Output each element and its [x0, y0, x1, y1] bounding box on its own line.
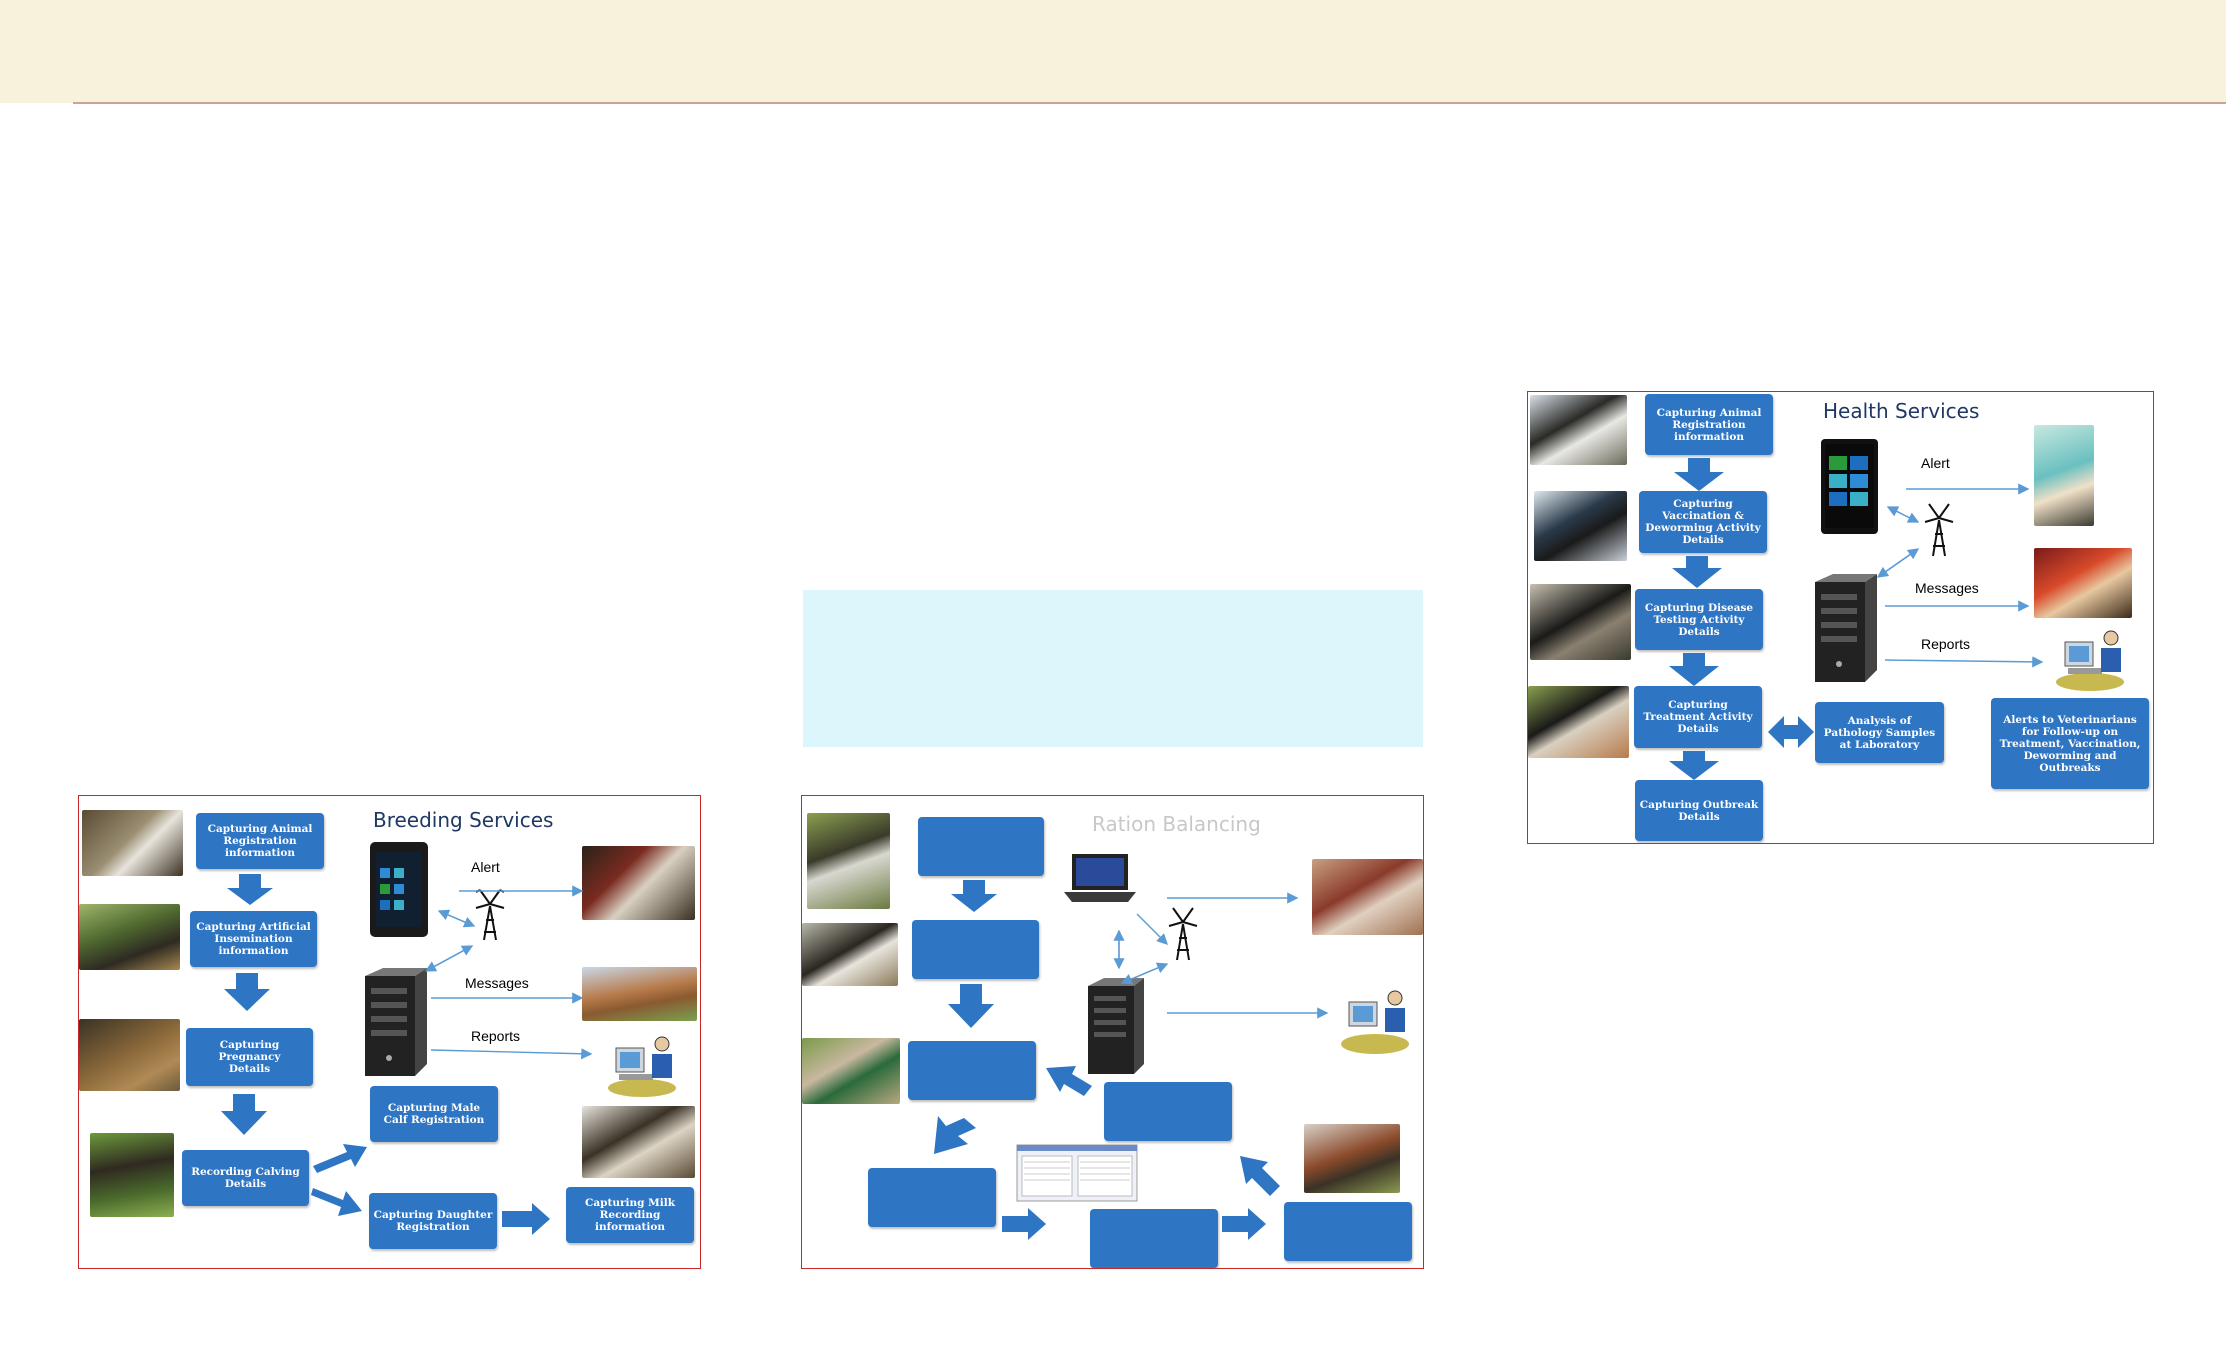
- ration-step-7: [1284, 1202, 1412, 1261]
- flow-arrows: [1669, 458, 1814, 780]
- tower-icon: [1924, 503, 1954, 557]
- treatment-photo: [1528, 686, 1629, 758]
- calf-photo: [90, 1133, 174, 1217]
- health-step-pathology: Analysis of Pathology Samples at Laborat…: [1815, 702, 1944, 763]
- breeding-step-milk-recording: Capturing Milk Recording information: [566, 1187, 694, 1243]
- reports-label: Reports: [1921, 636, 1971, 652]
- health-diagram-graphics: [1669, 439, 2124, 780]
- health-step-disease-testing: Capturing Disease Testing Activity Detai…: [1635, 589, 1763, 650]
- computer-user-icon: [608, 1036, 676, 1097]
- ration-balancing-panel: Ration Balancing: [801, 795, 1424, 1269]
- ration-step-4: [1104, 1082, 1232, 1141]
- connectors: [1113, 892, 1329, 1019]
- feeding-group-photo: [802, 1038, 900, 1104]
- ration-step-6: [1090, 1209, 1218, 1268]
- farmer-cow-photo: [82, 810, 183, 876]
- ration-step-3: [908, 1041, 1036, 1100]
- ration-step-1: [918, 817, 1044, 876]
- breeding-step-pregnancy: Capturing Pregnancy Details: [186, 1028, 313, 1086]
- health-title: Health Services: [1823, 399, 1980, 423]
- alert-label: Alert: [1921, 455, 1950, 471]
- testing-photo: [1530, 584, 1631, 660]
- breeding-services-panel: Breeding Services Capturing Animal Regis…: [78, 795, 701, 1269]
- breeding-step-male-calf: Capturing Male Calf Registration: [370, 1086, 498, 1142]
- connectors: [1876, 483, 2044, 668]
- alert-label: Alert: [471, 859, 500, 875]
- server-icon: [365, 968, 427, 1076]
- vet-visit-photo: [582, 846, 695, 920]
- milking-cow-photo: [807, 813, 890, 909]
- messages-label: Messages: [465, 975, 529, 991]
- vet-cow-photo: [1530, 395, 1627, 465]
- breeding-diagram-graphics: [221, 842, 676, 1235]
- server-icon: [1815, 574, 1877, 682]
- flow-arrows: [221, 874, 550, 1235]
- cattle-field-photo: [582, 967, 697, 1021]
- ration-step-2: [912, 920, 1039, 979]
- software-screenshot-icon: [1016, 1144, 1138, 1202]
- farmers-cows-photo: [802, 923, 898, 986]
- messages-label: Messages: [1915, 580, 1979, 596]
- woman-phone-photo: [2034, 548, 2132, 618]
- breeding-title: Breeding Services: [373, 808, 554, 832]
- computer-user-icon: [1341, 990, 1409, 1054]
- breeding-step-registration: Capturing Animal Registration informatio…: [196, 813, 324, 869]
- breeding-step-insemination: Capturing Artificial Insemination inform…: [190, 911, 317, 967]
- reports-label: Reports: [471, 1028, 521, 1044]
- women-meeting-photo: [1312, 859, 1423, 935]
- woman-worker-photo: [2034, 425, 2094, 526]
- herd-photo: [79, 904, 180, 970]
- connectors: [424, 885, 593, 1060]
- computer-user-icon: [2056, 630, 2124, 691]
- health-step-vet-alerts: Alerts to Veterinarians for Follow-up on…: [1991, 698, 2149, 789]
- vaccination-photo: [1534, 491, 1627, 561]
- health-services-panel: Health Services Capturing Animal Registr…: [1527, 391, 2154, 844]
- header-rule: [73, 102, 2226, 104]
- info-box: [803, 590, 1423, 747]
- health-step-registration: Capturing Animal Registration informatio…: [1645, 394, 1773, 455]
- health-step-treatment: Capturing Treatment Activity Details: [1634, 686, 1762, 748]
- server-icon: [1088, 978, 1144, 1074]
- header-band: [0, 0, 2226, 103]
- brown-cow-photo: [1304, 1124, 1400, 1193]
- health-step-vaccination: Capturing Vaccination & Deworming Activi…: [1639, 491, 1767, 553]
- ration-diagram-graphics: [934, 854, 1409, 1240]
- breeding-step-calving: Recording Calving Details: [182, 1150, 309, 1206]
- tower-icon: [1168, 907, 1198, 961]
- ration-title: Ration Balancing: [1092, 812, 1261, 836]
- mobile-phone-icon: [370, 842, 428, 937]
- pregnant-cow-photo: [79, 1019, 180, 1091]
- health-step-outbreak: Capturing Outbreak Details: [1635, 780, 1763, 841]
- ration-step-5: [868, 1168, 996, 1227]
- mobile-phone-icon: [1821, 439, 1878, 534]
- flow-arrows: [934, 880, 1280, 1240]
- milking-photo: [582, 1106, 695, 1178]
- breeding-step-daughter: Capturing Daughter Registration: [369, 1193, 497, 1249]
- tower-icon: [475, 889, 505, 941]
- laptop-icon: [1064, 854, 1136, 902]
